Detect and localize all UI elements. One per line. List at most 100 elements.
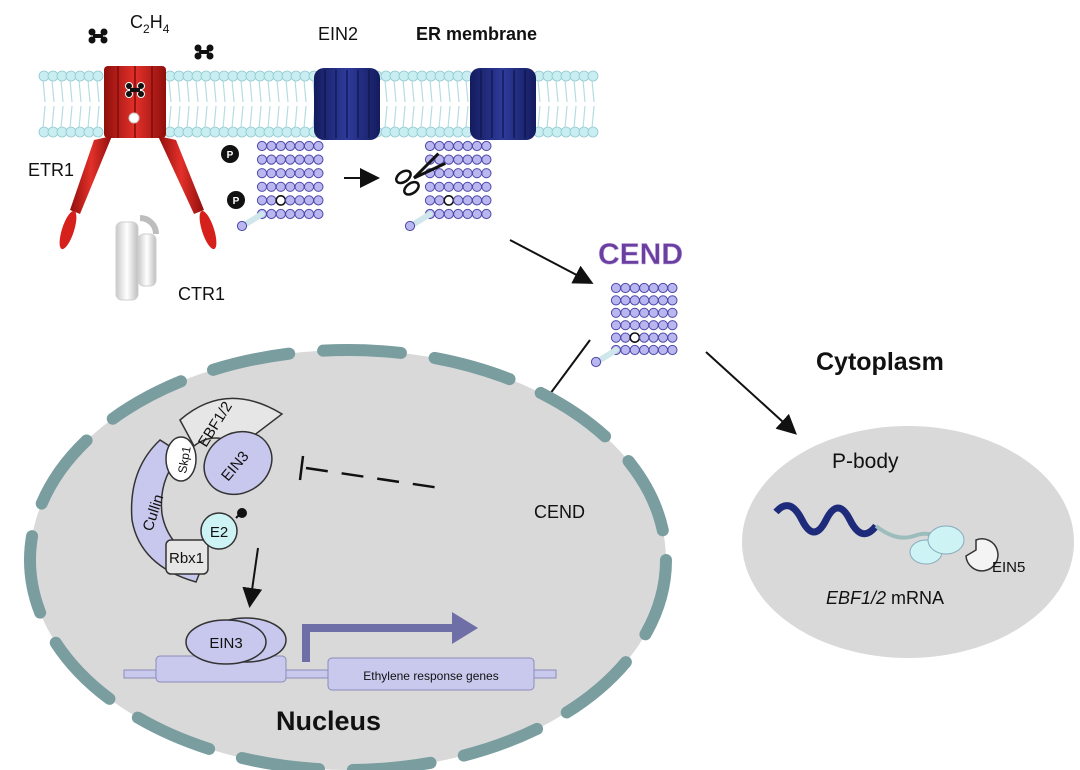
bead xyxy=(453,168,464,179)
bead xyxy=(629,295,640,306)
bead xyxy=(620,307,631,318)
bead xyxy=(256,154,268,165)
bead xyxy=(256,140,268,152)
bead xyxy=(610,282,622,294)
bead xyxy=(294,168,305,179)
lipid-head xyxy=(200,70,212,82)
lipid-head xyxy=(416,70,428,82)
bead xyxy=(285,140,296,152)
lipid-head xyxy=(380,70,392,82)
ctr1-protein xyxy=(115,215,159,301)
cend-release-arrow xyxy=(509,239,594,284)
bead xyxy=(275,208,286,220)
bead xyxy=(285,168,296,179)
bead xyxy=(443,140,454,152)
lipid-head xyxy=(56,126,68,138)
lipid-head xyxy=(434,126,446,138)
bead xyxy=(481,140,492,152)
bead xyxy=(285,195,296,206)
bead xyxy=(648,295,659,306)
lipid-head xyxy=(299,70,311,82)
bead xyxy=(313,195,324,206)
nucleus-label: Nucleus xyxy=(276,706,381,736)
lipid-head xyxy=(191,126,203,138)
bead xyxy=(434,208,445,220)
lipid-head xyxy=(587,126,599,138)
lipid-head xyxy=(83,126,95,138)
bead xyxy=(453,208,464,220)
rbx1-protein xyxy=(165,539,209,575)
bead xyxy=(313,140,324,152)
lipid-head xyxy=(65,70,77,82)
bead xyxy=(424,154,436,165)
lipid-head xyxy=(209,126,221,138)
bead xyxy=(667,332,678,343)
bead xyxy=(303,140,315,152)
bead xyxy=(610,320,622,331)
lipid-head xyxy=(236,70,248,82)
bead xyxy=(639,282,650,294)
lipid-head xyxy=(65,126,77,138)
lipid-head xyxy=(560,126,572,138)
bead xyxy=(648,282,659,294)
lipid-head xyxy=(83,70,95,82)
ein3-to-dna-arrow xyxy=(242,547,263,608)
lipid-head xyxy=(389,126,401,138)
lipid-head xyxy=(263,126,275,138)
bead xyxy=(294,195,305,206)
lipid-head xyxy=(407,126,419,138)
bead xyxy=(434,140,445,152)
lipid-head xyxy=(416,126,428,138)
lipid-head xyxy=(281,70,293,82)
bead xyxy=(303,208,315,220)
bead xyxy=(453,181,464,192)
lipid-head xyxy=(398,70,410,82)
bead xyxy=(667,307,678,318)
scissors-icon xyxy=(395,152,446,196)
inhibition-line xyxy=(298,455,441,490)
bead xyxy=(657,307,669,318)
lipid-head xyxy=(74,126,86,138)
bead xyxy=(313,181,324,192)
lipid-head xyxy=(272,70,284,82)
lipid-head xyxy=(542,126,554,138)
cend-nucleus-label: CEND xyxy=(534,502,585,522)
lipid-head xyxy=(47,70,59,82)
lipid-head xyxy=(218,70,230,82)
ein2-label: EIN2 xyxy=(318,24,358,44)
lipid-head xyxy=(236,126,248,138)
bead xyxy=(266,208,277,220)
bead xyxy=(443,154,454,165)
lipid-head xyxy=(173,126,185,138)
bead xyxy=(424,140,436,152)
ein3-complex-protein xyxy=(203,430,273,496)
er-membrane-label: ER membrane xyxy=(416,24,537,44)
bead xyxy=(256,168,268,179)
bead xyxy=(294,154,305,165)
lipid-head xyxy=(227,126,239,138)
bead xyxy=(236,220,248,232)
bead xyxy=(657,320,669,331)
lipid-head xyxy=(407,70,419,82)
bead xyxy=(620,282,631,294)
lipid-head xyxy=(74,70,86,82)
bead xyxy=(285,181,296,192)
gene-box xyxy=(327,657,535,691)
bead xyxy=(275,140,286,152)
bead xyxy=(285,154,296,165)
ethylene-molecule-bound xyxy=(125,82,145,98)
lipid-head xyxy=(569,70,581,82)
bead xyxy=(639,307,650,318)
lipid-head xyxy=(92,126,104,138)
bead xyxy=(620,295,631,306)
lipid-head xyxy=(164,126,176,138)
bead xyxy=(639,344,650,356)
etr1-label: ETR1 xyxy=(28,160,74,180)
ein5-label: EIN5 xyxy=(992,559,1025,576)
bead xyxy=(294,208,305,220)
bead xyxy=(471,181,483,192)
bead xyxy=(481,208,492,220)
bead xyxy=(610,332,622,343)
ethylene-molecule-left xyxy=(88,28,108,44)
bead xyxy=(629,307,640,318)
